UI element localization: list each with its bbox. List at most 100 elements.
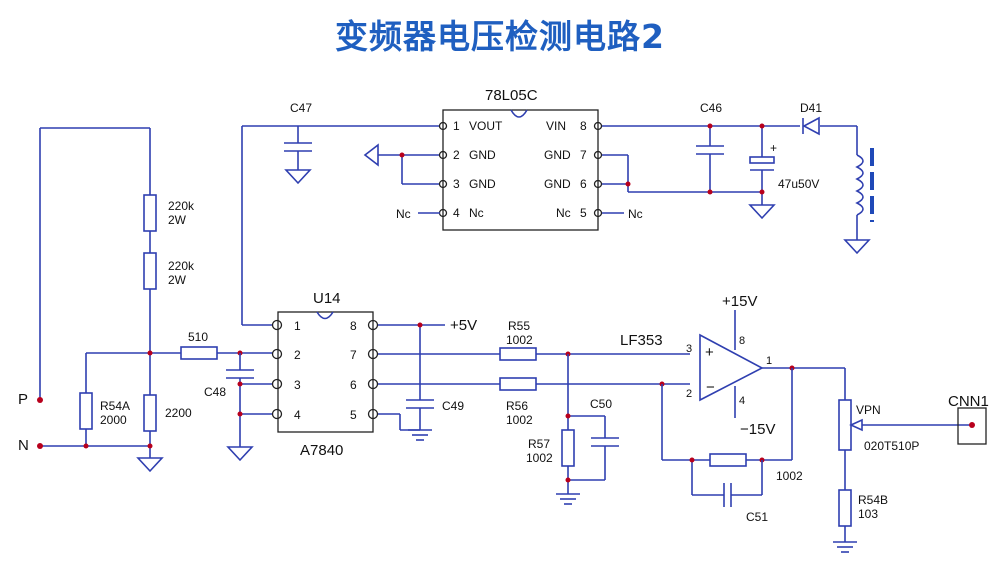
r1-value: 220k: [168, 199, 195, 213]
regulator-ground-network: [363, 143, 439, 185]
r54b-ref: R54B: [858, 493, 888, 507]
pot-label: 020T510P: [864, 439, 919, 453]
rail-5v-label: +5V: [450, 317, 477, 334]
rail-n15-label: −15V: [740, 421, 775, 438]
opamp-plus-sign: +: [705, 344, 714, 361]
reg-pin5-name: Nc: [556, 206, 571, 220]
opto-pin8: 8: [350, 319, 357, 333]
optocoupler-a7840: U14 A7840 1 2 3 4 8 7 6 5: [271, 290, 379, 459]
c47-label: C47: [290, 101, 312, 115]
r54a-ref: R54A: [100, 399, 130, 413]
d41-label: D41: [800, 101, 822, 115]
opamp-pin8: 8: [739, 335, 745, 347]
vin-network: C46 + 47u50V D41: [602, 101, 874, 255]
input-divider: P 220k 2W 220k 2W 2200 R54A 2000 N 510: [18, 127, 273, 473]
c50-label: C50: [590, 397, 612, 411]
transformer-coil: [855, 154, 864, 216]
reg-pin3-name: GND: [469, 177, 496, 191]
reg-pin3-num: 3: [453, 177, 460, 191]
opto-pin1: 1: [294, 319, 301, 333]
reg-pin2-name: GND: [469, 148, 496, 162]
r510-label: 510: [188, 330, 208, 344]
c49-label: C49: [442, 399, 464, 413]
r57-value: 1002: [526, 451, 553, 465]
opamp-pin2: 2: [686, 388, 692, 400]
ground-c48: [226, 446, 254, 462]
resistor-r54b: [838, 489, 852, 527]
reg-pin2-num: 2: [453, 148, 460, 162]
reg-pin6-num: 6: [580, 177, 587, 191]
reg-pin8-num: 8: [580, 119, 587, 133]
opto-pin2: 2: [294, 348, 301, 362]
ground-divider: [136, 457, 164, 473]
vpn-label: VPN: [856, 403, 881, 417]
vout-wire: C47: [241, 101, 439, 326]
opamp-pin1: 1: [766, 355, 772, 367]
opto-output-network: +5V C49 R55 1002 R56 1002 R57 1002: [378, 317, 690, 505]
resistor-r55: [499, 347, 537, 361]
c51-label: C51: [746, 510, 768, 524]
reg-pin6-name: GND: [544, 177, 571, 191]
reg-pin4-num: 4: [453, 206, 460, 220]
c46-label: C46: [700, 101, 722, 115]
reg-pin7-name: GND: [544, 148, 571, 162]
resistor-r57: [561, 429, 575, 467]
ground-symbol-left: [363, 143, 379, 167]
resistor-2200: [143, 394, 157, 432]
opamp-minus-sign: −: [706, 379, 715, 396]
opto-ref-label: U14: [313, 290, 341, 307]
reg-pin8-name: VIN: [546, 119, 566, 133]
reg-pin5-num: 5: [580, 206, 587, 220]
connector-cnn1: [957, 407, 987, 445]
rfb-value: 1002: [776, 469, 803, 483]
opamp-part-label: LF353: [620, 332, 663, 349]
resistor-feedback: [709, 453, 747, 467]
pot-wiper: [849, 418, 863, 432]
r54b-value: 103: [858, 507, 878, 521]
c48-label: C48: [204, 385, 226, 399]
output-network: VPN 020T510P CNN1 R54B 103: [833, 368, 989, 553]
resistor-510: [180, 346, 218, 360]
cnn1-label: CNN1: [948, 393, 989, 410]
resistor-r54a: [79, 392, 93, 430]
r1-power: 2W: [168, 213, 187, 227]
reg-nc-right-label: Nc: [628, 207, 643, 221]
opto-part-label: A7840: [300, 442, 343, 459]
reg-pin1-num: 1: [453, 119, 460, 133]
ground-c47: [284, 169, 312, 185]
ground-c46: [748, 204, 776, 220]
opto-pin7: 7: [350, 348, 357, 362]
cap-elec-label: 47u50V: [778, 177, 819, 191]
r2-power: 2W: [168, 273, 187, 287]
r2-value: 220k: [168, 259, 195, 273]
resistor-220k-1: [143, 194, 157, 232]
r57-ref: R57: [528, 437, 550, 451]
opto-pin4: 4: [294, 408, 301, 422]
opamp-triangle: [699, 333, 764, 402]
opamp-lf353: LF353 + − 3 2 1 8 +15V 4 −15V 1002 C51: [620, 293, 845, 524]
resistor-220k-2: [143, 252, 157, 290]
opto-pin6: 6: [350, 378, 357, 392]
r54a-value: 2000: [100, 413, 127, 427]
opto-pin3: 3: [294, 378, 301, 392]
ground-coil: [843, 239, 871, 255]
opamp-pin4: 4: [739, 395, 745, 407]
r55-value: 1002: [506, 333, 533, 347]
r56-value: 1002: [506, 413, 533, 427]
r55-ref: R55: [508, 319, 530, 333]
diode-d41: [802, 116, 820, 136]
reg-nc-left-label: Nc: [396, 207, 411, 221]
opto-notch: [316, 311, 334, 320]
reg-pin7-num: 7: [580, 148, 587, 162]
opamp-pin3: 3: [686, 343, 692, 355]
opto-pin5: 5: [350, 408, 357, 422]
regulator-78l05c: 78L05C 1 VOUT 2 GND 3 GND 4 Nc VIN 8 GND…: [396, 87, 643, 231]
terminal-p-label: P: [18, 391, 28, 408]
regulator-part-label: 78L05C: [485, 87, 538, 104]
cap-elec-plus: +: [770, 141, 777, 155]
diagram-title: 变频器电压检测电路2: [335, 17, 665, 56]
r3-value: 2200: [165, 406, 192, 420]
r56-ref: R56: [506, 399, 528, 413]
ic-notch: [510, 109, 528, 118]
